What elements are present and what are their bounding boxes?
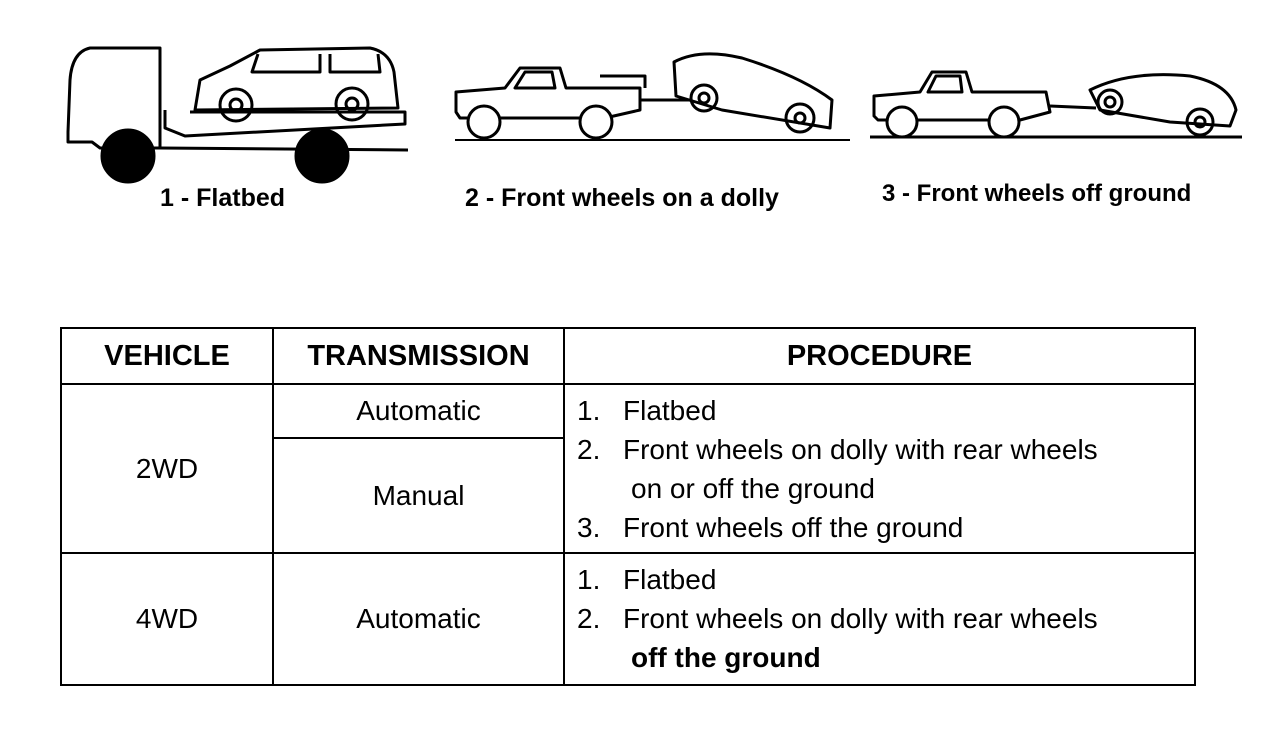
towing-procedure-table: VEHICLE TRANSMISSION PROCEDURE 2WD Autom… (60, 327, 1196, 686)
caption-flatbed: 1 - Flatbed (160, 184, 286, 212)
header-vehicle: VEHICLE (60, 327, 274, 385)
caption-dolly: 2 - Front wheels on a dolly (465, 184, 779, 212)
procedure-4wd: 1. Flatbed 2. Front wheels on dolly with… (563, 552, 1196, 686)
procedure-step: 3. Front wheels off the ground (577, 512, 964, 543)
flatbed-rear-wheel-2 (294, 128, 350, 184)
table-row: 4WD Automatic 1. Flatbed 2. Front wheels… (60, 552, 1196, 686)
flatbed-illustration (66, 46, 409, 184)
transmission-manual: Manual (272, 437, 565, 554)
caption-front-wheels-off: 3 - Front wheels off ground (882, 180, 1192, 207)
procedure-step: 2. Front wheels on dolly with rear wheel… (577, 434, 1098, 465)
procedure-step: 2. Front wheels on dolly with rear wheel… (577, 603, 1098, 634)
procedure-2wd: 1. Flatbed 2. Front wheels on dolly with… (563, 383, 1196, 554)
dolly-illustration (454, 52, 850, 141)
flatbed-rear-wheel-1 (100, 128, 156, 184)
table-row: Manual (61, 437, 1195, 554)
procedure-step-continuation: on or off the ground (631, 473, 875, 504)
table-header-row: VEHICLE TRANSMISSION PROCEDURE (60, 327, 1196, 385)
tow-illustration (870, 70, 1242, 139)
header-transmission: TRANSMISSION (272, 327, 565, 385)
table-row: 2WD Automatic 1. Flatbed 2. Front wheels… (60, 383, 1196, 554)
procedure-step-continuation: off the ground (631, 642, 821, 673)
towing-illustrations (66, 46, 1242, 184)
vehicle-4wd: 4WD (60, 552, 274, 686)
procedure-step: 1. Flatbed (577, 564, 717, 595)
vehicle-2wd: 2WD (60, 383, 274, 554)
header-procedure: PROCEDURE (563, 327, 1196, 385)
transmission-automatic: Automatic (272, 383, 565, 439)
procedure-step: 1. Flatbed (577, 395, 717, 426)
transmission-automatic-4wd: Automatic (272, 552, 565, 686)
